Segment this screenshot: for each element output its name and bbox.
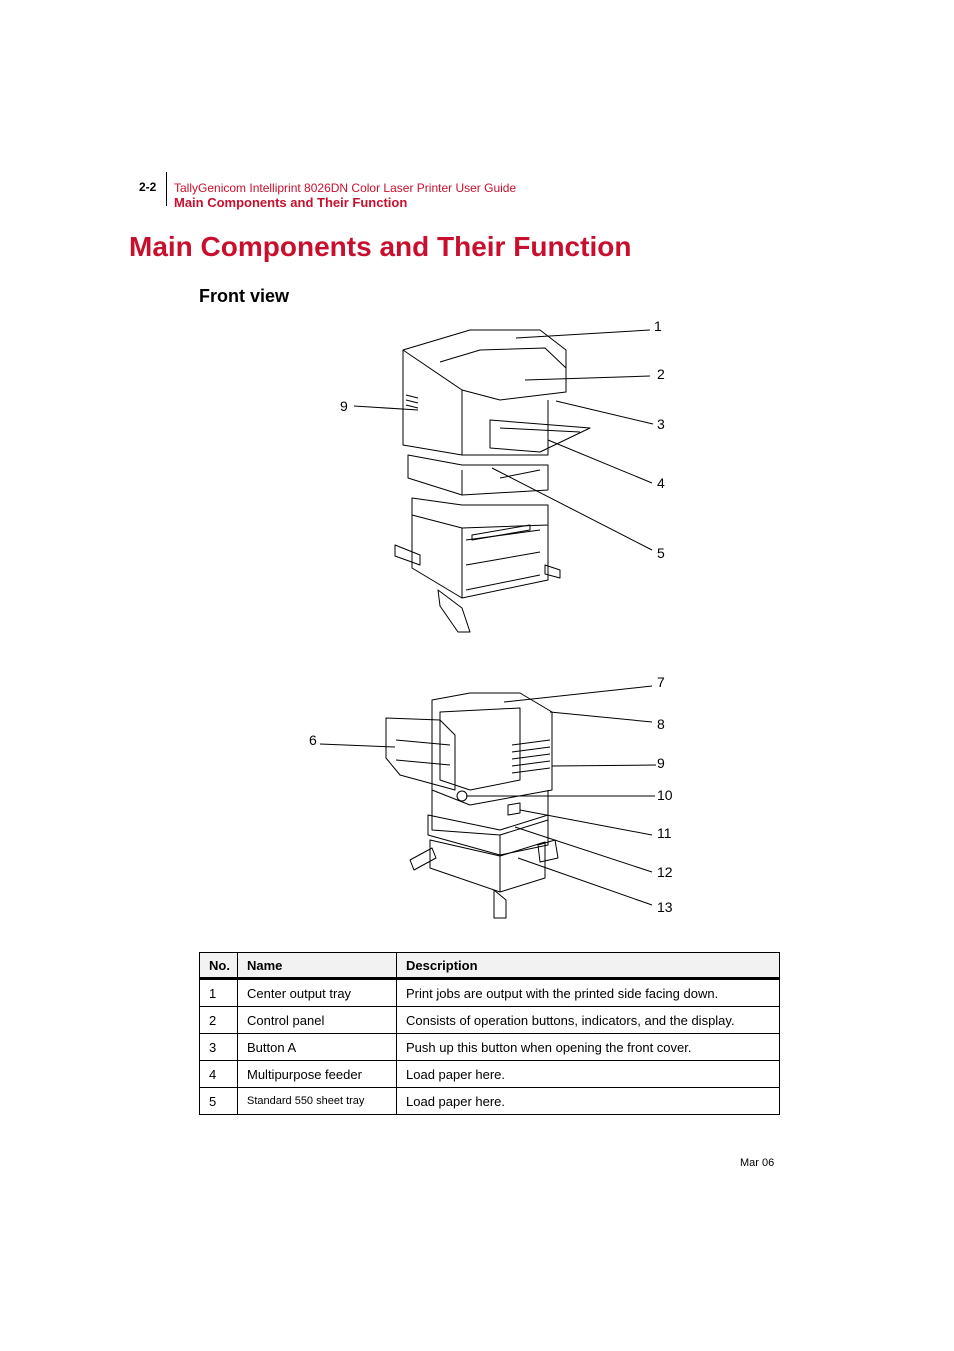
callout-9-top: 9 [340, 398, 348, 414]
leader-line-7 [503, 685, 653, 703]
callout-1: 1 [654, 318, 662, 334]
callout-9-bottom: 9 [657, 755, 665, 771]
header-section-title: Main Components and Their Function [174, 195, 408, 210]
cell-name: Standard 550 sheet tray [237, 1087, 397, 1115]
cell-no: 1 [199, 978, 238, 1007]
table-row: 3 Button A Push up this button when open… [199, 1033, 780, 1061]
leader-line-9-top [353, 405, 419, 411]
column-header-no: No. [199, 952, 238, 980]
header-page-number: 2-2 [139, 180, 157, 194]
table-row: 4 Multipurpose feeder Load paper here. [199, 1060, 780, 1088]
table-row: 5 Standard 550 sheet tray Load paper her… [199, 1087, 780, 1115]
leader-line-9-bottom [551, 764, 657, 767]
leader-line-6 [319, 743, 396, 748]
cell-description: Push up this button when opening the fro… [396, 1033, 780, 1061]
callout-3: 3 [657, 416, 665, 432]
leader-line-12 [514, 826, 653, 873]
callout-5: 5 [657, 545, 665, 561]
page-title: Main Components and Their Function [129, 231, 632, 262]
cell-description: Consists of operation buttons, indicator… [396, 1006, 780, 1034]
table-row: 2 Control panel Consists of operation bu… [199, 1006, 780, 1034]
cell-description: Print jobs are output with the printed s… [396, 978, 780, 1007]
leader-line-8 [549, 711, 653, 723]
callout-4: 4 [657, 475, 665, 491]
cell-description: Load paper here. [396, 1060, 780, 1088]
cell-name: Control panel [237, 1006, 397, 1034]
column-header-name: Name [237, 952, 397, 980]
callout-2: 2 [657, 366, 665, 382]
header-rule [166, 172, 167, 206]
callout-12: 12 [657, 864, 673, 880]
components-table: No. Name Description 1 Center output tra… [199, 952, 780, 1115]
callout-7: 7 [657, 674, 665, 690]
cell-no: 4 [199, 1060, 238, 1088]
callout-11: 11 [657, 825, 672, 841]
cell-name: Multipurpose feeder [237, 1060, 397, 1088]
leader-line-1 [515, 329, 651, 339]
footer-date: Mar 06 [740, 1157, 775, 1169]
leader-line-5 [491, 467, 653, 551]
printer-front-illustration [394, 329, 591, 633]
printer-rear-open-illustration [385, 692, 559, 919]
cell-no: 3 [199, 1033, 238, 1061]
table-row: 1 Center output tray Print jobs are outp… [199, 978, 780, 1007]
section-subtitle: Front view [199, 286, 290, 306]
column-header-description: Description [396, 952, 780, 980]
printer-figures: 1 2 3 4 5 9 6 7 8 9 10 11 12 13 [309, 318, 673, 919]
cell-description: Load paper here. [396, 1087, 780, 1115]
callout-8: 8 [657, 716, 665, 732]
leader-line-3 [555, 400, 654, 425]
leader-line-13 [517, 857, 653, 906]
header-guide-title: TallyGenicom Intelliprint 8026DN Color L… [174, 181, 517, 195]
table-header-row: No. Name Description [199, 952, 780, 980]
cell-name: Center output tray [237, 978, 397, 1007]
leader-line-4 [547, 439, 653, 484]
leader-line-11 [519, 809, 653, 836]
callout-13: 13 [657, 899, 673, 915]
leader-line-2 [524, 375, 651, 381]
cell-no: 2 [199, 1006, 238, 1034]
cell-no: 5 [199, 1087, 238, 1115]
callout-10: 10 [657, 787, 673, 803]
callout-6: 6 [309, 732, 317, 748]
cell-name: Button A [237, 1033, 397, 1061]
